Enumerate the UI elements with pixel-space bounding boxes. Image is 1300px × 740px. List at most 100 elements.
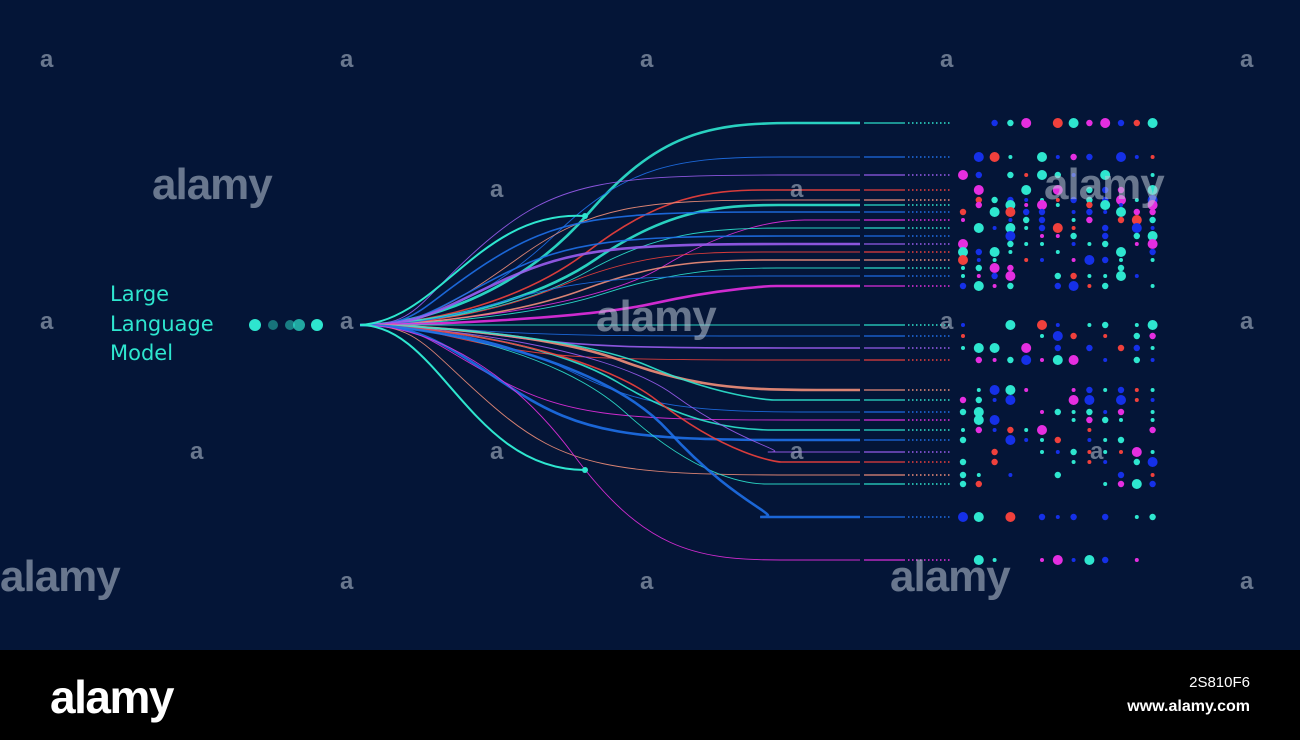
data-dot: [992, 358, 997, 362]
data-dot: [1133, 119, 1141, 127]
data-dot: [1133, 356, 1141, 364]
data-dot: [1052, 223, 1063, 233]
data-dot: [959, 408, 967, 416]
data-dot: [1024, 242, 1029, 246]
data-dot: [1068, 355, 1079, 365]
data-dot: [991, 196, 998, 204]
node-dot: [311, 319, 323, 331]
data-dot: [1100, 200, 1111, 210]
data-dot: [975, 264, 982, 272]
data-dot: [961, 274, 965, 278]
node-dot: [285, 320, 295, 330]
data-dot: [961, 346, 965, 350]
data-dot: [961, 218, 965, 222]
data-dot: [1147, 118, 1158, 128]
data-dot: [992, 284, 997, 288]
data-dot: [1071, 173, 1076, 177]
data-dot: [1040, 234, 1044, 238]
data-dot: [1147, 239, 1158, 249]
data-dot: [973, 407, 984, 417]
data-dot: [992, 258, 997, 262]
data-dot: [1119, 418, 1123, 422]
data-dot: [1102, 240, 1109, 248]
data-dot: [1102, 232, 1109, 240]
data-dot: [1086, 416, 1093, 424]
data-dot: [1087, 438, 1092, 442]
data-dot: [1007, 119, 1014, 127]
watermark-letter: a: [340, 308, 354, 335]
data-dot: [1086, 408, 1093, 416]
data-dot: [1037, 170, 1047, 180]
data-dot: [1131, 479, 1142, 489]
data-dot: [1021, 185, 1032, 195]
data-dot: [1150, 473, 1155, 477]
data-dot: [1134, 198, 1139, 202]
headline-line-1: Large: [110, 282, 170, 306]
watermark-letter: a: [340, 568, 354, 595]
data-dot: [1070, 153, 1077, 161]
data-dot: [1086, 386, 1093, 394]
data-dot: [1149, 208, 1156, 216]
data-dot: [1005, 207, 1016, 217]
data-dot: [1084, 555, 1095, 565]
data-dot: [1071, 418, 1076, 422]
watermark-logo: alamy: [152, 160, 273, 209]
data-dot: [1040, 358, 1044, 362]
data-dot: [1040, 258, 1044, 262]
data-dot: [976, 274, 981, 278]
data-dot: [959, 436, 967, 444]
data-dot: [1134, 515, 1139, 519]
data-dot: [1119, 258, 1123, 262]
data-dot: [991, 119, 998, 127]
data-dot: [976, 258, 981, 262]
data-dot: [1040, 242, 1044, 246]
data-dot: [1150, 398, 1155, 402]
data-dot: [1133, 232, 1141, 240]
data-dot: [1117, 344, 1125, 352]
data-dot: [1022, 216, 1030, 224]
data-dot: [1103, 334, 1108, 338]
data-dot: [1149, 216, 1156, 224]
network-line: [359, 211, 860, 326]
data-dot: [959, 396, 967, 404]
data-dot: [1040, 334, 1044, 338]
network-line: [359, 324, 860, 463]
data-dot: [1007, 426, 1014, 434]
data-dot: [1150, 258, 1155, 262]
data-dot: [1068, 281, 1079, 291]
footer-logo: alamy: [50, 671, 174, 723]
network-line: [359, 242, 860, 327]
data-dot: [958, 239, 968, 249]
data-dot: [1008, 473, 1013, 477]
data-dot: [1147, 457, 1158, 467]
data-dot: [1149, 513, 1156, 521]
data-dot: [1054, 471, 1062, 479]
node-dot: [268, 320, 278, 330]
data-dot: [1024, 198, 1029, 202]
watermark-letter: a: [490, 176, 504, 203]
data-dot: [973, 152, 984, 162]
data-dot: [1024, 438, 1029, 442]
data-dot: [1131, 215, 1142, 225]
data-dot: [1007, 240, 1014, 248]
data-dot: [1070, 513, 1077, 521]
data-dot: [1117, 480, 1125, 488]
data-dot: [1038, 208, 1046, 216]
data-dot: [1084, 395, 1095, 405]
data-dot: [1117, 386, 1125, 394]
data-dot: [1134, 398, 1139, 402]
watermark-letter: a: [40, 308, 54, 335]
data-dot: [1024, 173, 1029, 177]
artwork: Large Language Model alamy alamy alamy a…: [0, 0, 1300, 650]
data-dot: [1037, 200, 1047, 210]
data-dot: [1150, 418, 1155, 422]
data-dot: [1117, 471, 1125, 479]
data-dot: [1117, 436, 1125, 444]
data-dot: [1116, 271, 1126, 281]
data-dot: [1133, 332, 1141, 340]
data-dot: [1119, 450, 1123, 454]
data-dot: [1037, 320, 1047, 330]
data-dot: [1119, 203, 1123, 207]
data-dot: [1116, 152, 1126, 162]
data-dot: [1103, 482, 1108, 486]
